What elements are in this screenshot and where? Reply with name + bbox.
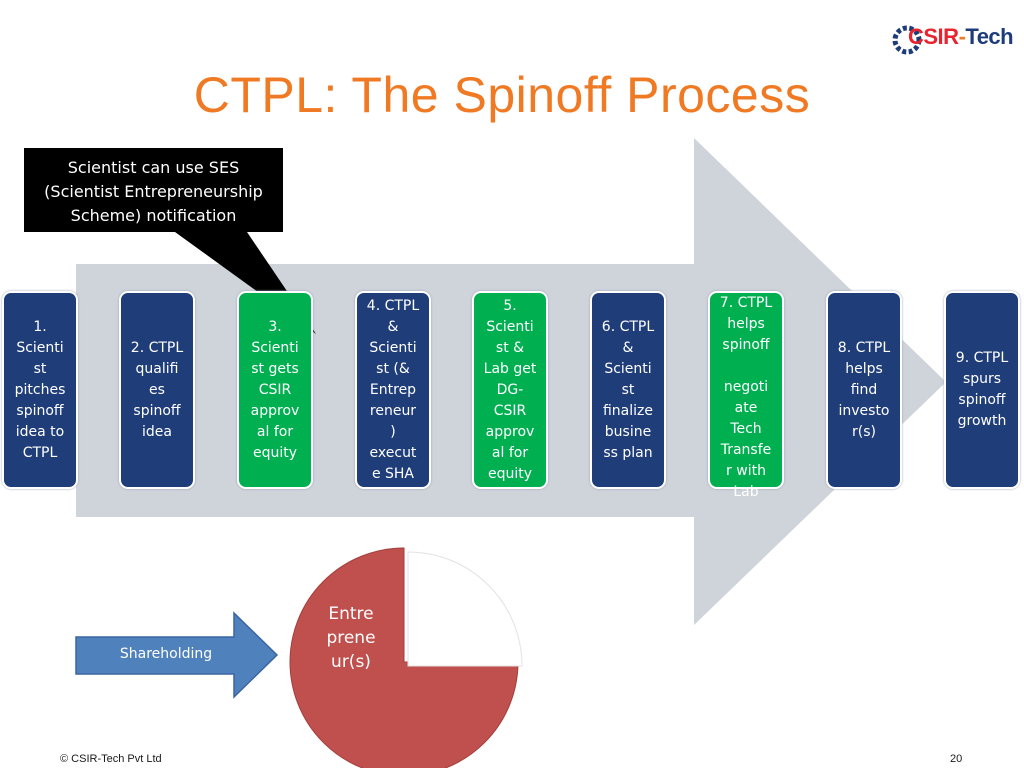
step-box-9: 9. CTPL spurs spinoff growth (944, 291, 1020, 489)
shareholding-label: Shareholding (119, 646, 213, 662)
step-box-6: 6. CTPL & Scienti st finalize busine ss … (590, 291, 666, 489)
logo-dash: - (958, 24, 966, 49)
slide-title: CTPL: The Spinoff Process (193, 67, 811, 123)
gear-icon (892, 25, 922, 55)
step-box-8: 8. CTPL helps find investo r(s) (826, 291, 902, 489)
step-box-5: 5. Scienti st & Lab get DG- CSIR approv … (472, 291, 548, 489)
logo-csir: CSIR (908, 24, 959, 49)
step-box-2: 2. CTPL qualifi es spinoff idea (119, 291, 195, 489)
page-number: 20 (950, 753, 963, 765)
ses-callout: Scientist can use SES (Scientist Entrepr… (24, 148, 283, 232)
footer-copyright: © CSIR-Tech Pvt Ltd (60, 753, 162, 765)
step-box-7: 7. CTPL helps spinoff negoti ate Tech Tr… (708, 291, 784, 500)
step-box-1: 1. Scienti st pitches spinoff idea to CT… (2, 291, 78, 489)
step-box-3: 3. Scienti st gets CSIR approv al for eq… (237, 291, 313, 489)
logo-tech: Tech (965, 24, 1014, 49)
step-box-4: 4. CTPL & Scienti st (& Entrep reneur ) … (355, 291, 431, 489)
pie-label-entrepreneurs: Entre prene ur(s) (326, 604, 376, 672)
logo-wordmark: CSIR-Tech (908, 24, 1014, 50)
csir-tech-logo (892, 18, 1002, 62)
